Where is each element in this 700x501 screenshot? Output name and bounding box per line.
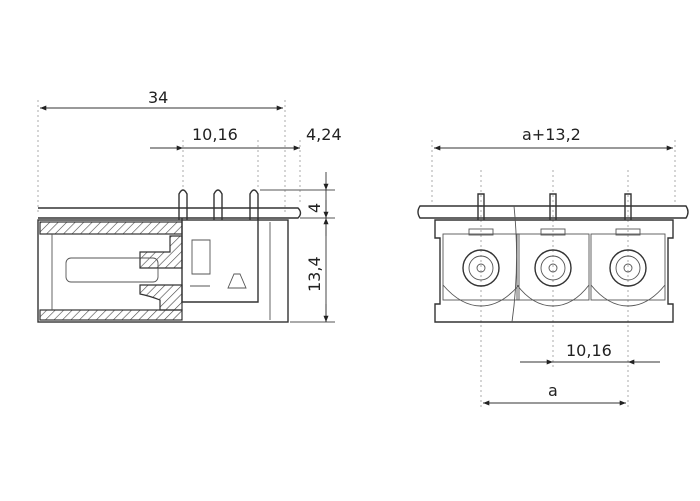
dim-total-length-label: 34 bbox=[148, 88, 168, 107]
dim-pitch-label: 10,16 bbox=[192, 125, 238, 144]
front-view: a+13,2 10,16 a bbox=[417, 125, 689, 410]
dim-total-width-label: a+13,2 bbox=[522, 125, 581, 144]
front-dim-pitch-label: 10,16 bbox=[566, 341, 612, 360]
side-view: 34 10,16 4,24 4 13,4 bbox=[37, 88, 342, 323]
dim-offset-label: 4,24 bbox=[306, 125, 342, 144]
terminal-cells bbox=[442, 193, 666, 307]
dim-pin-height-label: 4 bbox=[305, 203, 324, 213]
dim-span-label: a bbox=[548, 381, 558, 400]
dim-body-height-label: 13,4 bbox=[305, 256, 324, 292]
